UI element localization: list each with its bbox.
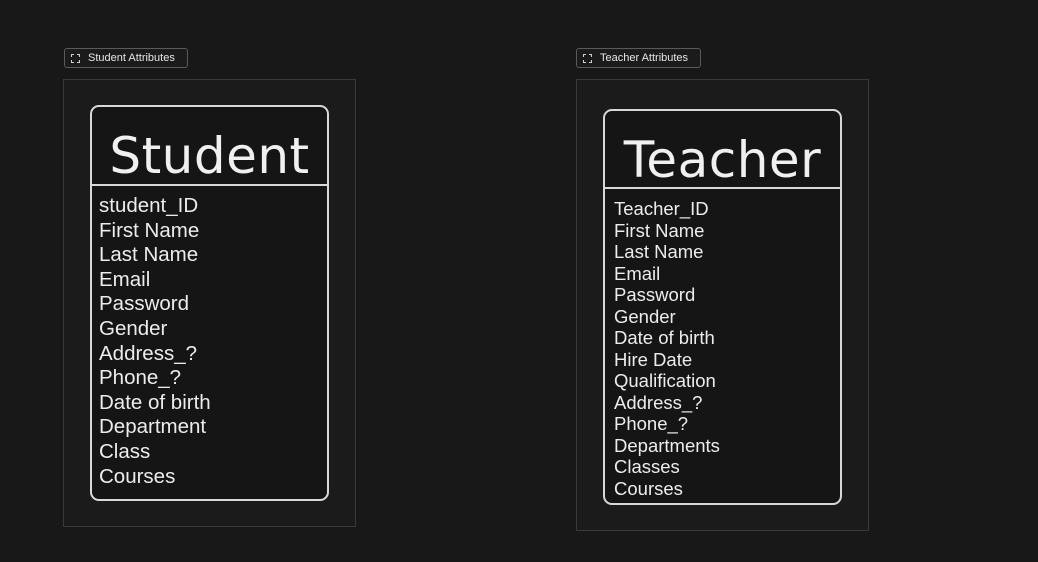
attribute-item: Password — [614, 284, 696, 305]
attribute-item: Department — [99, 415, 207, 439]
attribute-item: Gender — [99, 316, 168, 340]
attribute-item: First Name — [614, 219, 705, 241]
attribute-item: Class — [99, 439, 151, 463]
attribute-item: Last Name — [99, 243, 199, 267]
attribute-item: Date of birth — [99, 390, 211, 414]
attribute-item: Teacher_ID — [614, 198, 709, 219]
frame-label-text: Teacher Attributes — [600, 52, 689, 64]
attribute-item: First Name — [99, 218, 200, 242]
attribute-item: Address_? — [614, 391, 703, 413]
attribute-list: Teacher_ID First Name Last Name Email Pa… — [605, 189, 840, 499]
attribute-item: student_ID — [99, 194, 199, 217]
attribute-item: Email — [99, 267, 151, 291]
entity-title: Student — [92, 107, 327, 186]
frame-label-text: Student Attributes — [88, 52, 175, 64]
attribute-item: Date of birth — [614, 327, 715, 348]
frame-icon — [71, 53, 80, 63]
attribute-item: Departments — [614, 434, 720, 456]
attribute-item: Phone_? — [99, 366, 182, 390]
attribute-item: Qualification — [614, 370, 716, 391]
attribute-item: Hire Date — [614, 348, 693, 370]
entity-title: Teacher — [605, 111, 840, 189]
attribute-item: Courses — [614, 477, 683, 499]
entity-teacher[interactable]: Teacher Teacher_ID First Name Last Name … — [603, 109, 842, 505]
attribute-item: Email — [614, 262, 661, 284]
attribute-item: Gender — [614, 305, 676, 327]
attribute-list: student_ID First Name Last Name Email Pa… — [92, 186, 327, 489]
attribute-item: Courses — [99, 464, 176, 488]
attribute-item: Password — [99, 292, 190, 316]
attribute-item: Last Name — [614, 241, 704, 262]
frame-label-student[interactable]: Student Attributes — [64, 48, 188, 68]
attribute-item: Classes — [614, 456, 680, 477]
attribute-item: Phone_? — [614, 413, 689, 434]
attribute-item: Address_? — [99, 341, 198, 365]
frame-label-teacher[interactable]: Teacher Attributes — [576, 48, 701, 68]
frame-icon — [583, 53, 592, 63]
entity-student[interactable]: Student student_ID First Name Last Name … — [90, 105, 329, 501]
